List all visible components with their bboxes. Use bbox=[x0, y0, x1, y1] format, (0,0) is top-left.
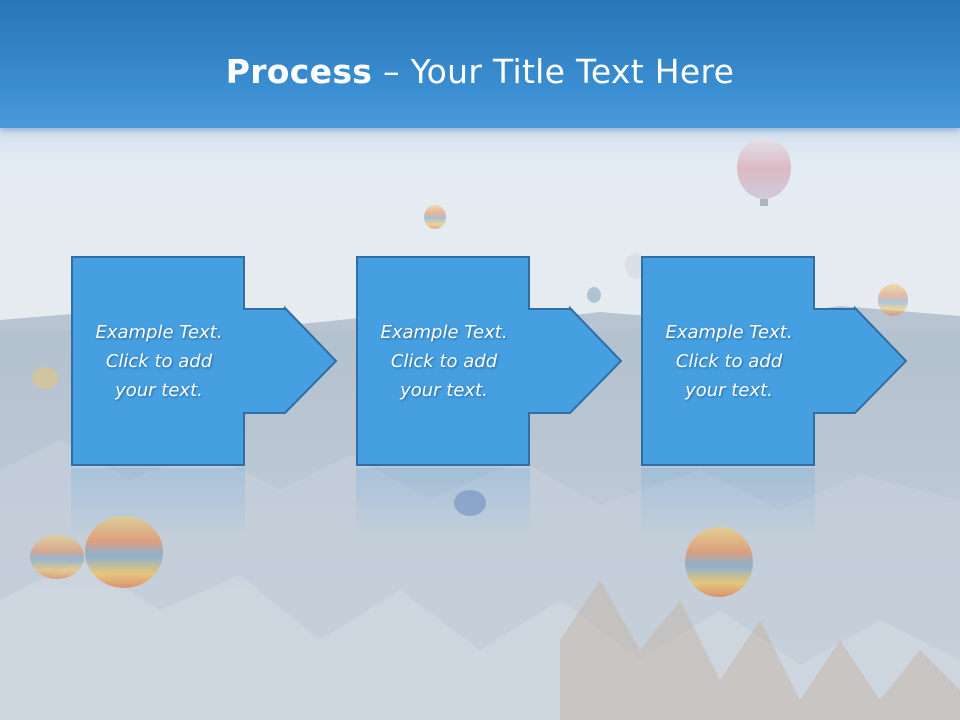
process-arrow-shape bbox=[641, 256, 908, 466]
step-reflection-2 bbox=[356, 468, 530, 538]
process-step-2[interactable]: Example Text. Click to add your text. bbox=[356, 256, 694, 466]
step-reflection-3 bbox=[641, 468, 815, 538]
title-bar bbox=[0, 0, 960, 128]
title-rest: – Your Title Text Here bbox=[372, 52, 735, 91]
slide-title[interactable]: Process – Your Title Text Here bbox=[0, 52, 960, 91]
step-reflection-1 bbox=[71, 468, 245, 538]
process-step-1[interactable]: Example Text. Click to add your text. bbox=[71, 256, 409, 466]
process-arrow-shape bbox=[71, 256, 338, 466]
step-text[interactable]: Example Text. Click to add your text. bbox=[665, 321, 793, 401]
process-arrow-shape bbox=[356, 256, 623, 466]
step-text[interactable]: Example Text. Click to add your text. bbox=[380, 321, 508, 401]
title-bold: Process bbox=[225, 52, 373, 91]
step-text[interactable]: Example Text. Click to add your text. bbox=[95, 321, 223, 401]
process-step-3[interactable]: Example Text. Click to add your text. bbox=[641, 256, 960, 466]
